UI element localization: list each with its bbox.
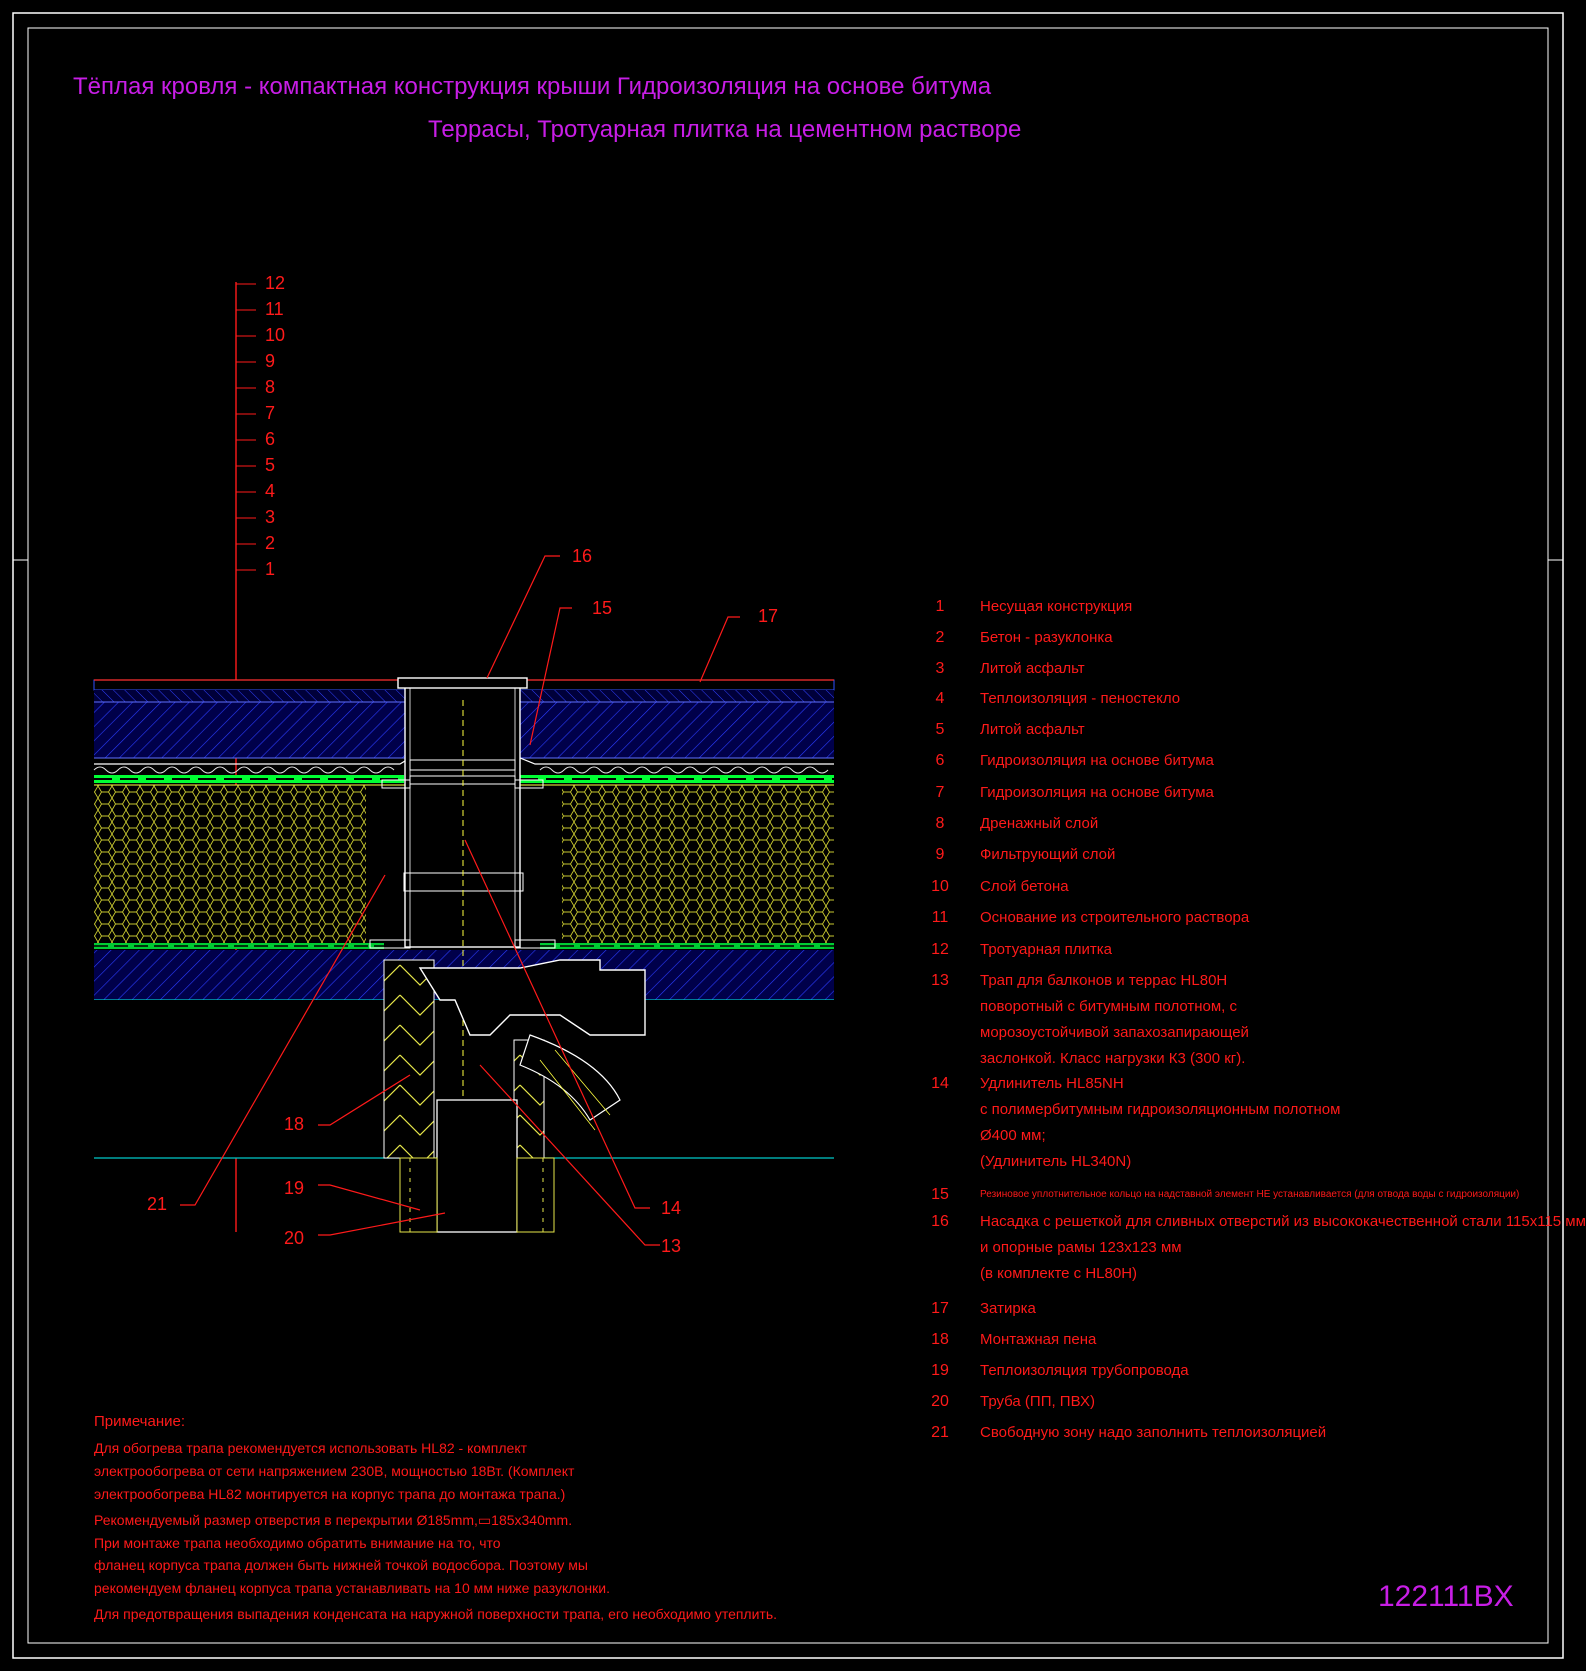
waterproofing-upper — [94, 775, 404, 783]
callout-18: 18 — [284, 1114, 305, 1134]
legend-number: 14 — [931, 1075, 949, 1092]
legend-description: Свободную зону надо заполнить теплоизоля… — [980, 1424, 1327, 1441]
layer-scale-label: 9 — [265, 351, 276, 371]
legend-description: с полимербитумным гидроизоляционным поло… — [980, 1101, 1341, 1118]
legend-description: Насадка с решеткой для сливных отверстий… — [980, 1213, 1586, 1230]
legend-description: Гидроизоляция на основе битума — [980, 784, 1214, 801]
insulation-foamglass-left — [94, 785, 366, 943]
legend-description: Литой асфальт — [980, 660, 1085, 677]
layer-scale-label: 8 — [265, 377, 276, 397]
legend-description: Тротуарная плитка — [980, 941, 1113, 958]
legend-description: Бетон - разуклонка — [980, 629, 1113, 646]
legend-description: Слой бетона — [980, 878, 1069, 895]
layer-scale-ticks — [236, 283, 256, 571]
legend-number: 16 — [931, 1213, 949, 1230]
legend-number: 6 — [935, 752, 945, 769]
legend-number: 8 — [935, 815, 945, 832]
legend-description: морозоустойчивой запахозапирающей — [980, 1024, 1249, 1041]
note-line: Для обогрева трапа рекомендуется использ… — [94, 1440, 528, 1456]
layer-scale-label: 4 — [265, 481, 276, 501]
drain-body — [418, 959, 646, 1036]
callout-14: 14 — [661, 1198, 682, 1218]
callout-21: 21 — [147, 1194, 168, 1214]
layer-scale-label: 11 — [265, 299, 284, 319]
pipe-insulation-left — [399, 1157, 438, 1233]
note-line: электрообогрева от сети напряжением 230В… — [94, 1463, 575, 1479]
legend-description: Затирка — [980, 1300, 1036, 1317]
legend-description: Резиновое уплотнительное кольцо на надст… — [980, 1189, 1520, 1200]
legend-number: 7 — [935, 784, 945, 801]
drawing-title: Тёплая кровля - компактная конструкция к… — [73, 73, 992, 100]
callout-17: 17 — [758, 606, 779, 626]
mounting-foam — [383, 959, 435, 1159]
layer-scale-label: 3 — [265, 507, 276, 527]
legend-description: Литой асфальт — [980, 721, 1085, 738]
notes-title: Примечание: — [94, 1413, 185, 1430]
legend-number: 11 — [931, 909, 949, 926]
outer-frame — [12, 12, 1564, 1659]
callout-16: 16 — [572, 546, 593, 566]
legend-number: 13 — [931, 972, 949, 989]
legend-description: Удлинитель HL85NH — [980, 1075, 1124, 1092]
callout-20: 20 — [284, 1228, 305, 1248]
legend-number: 15 — [931, 1186, 949, 1203]
legend-description: Дренажный слой — [980, 815, 1099, 832]
legend-number: 19 — [931, 1362, 949, 1379]
legend-description: Основание из строительного раствора — [980, 909, 1250, 926]
layer-scale-label: 5 — [265, 455, 276, 475]
legend-description: заслонкой. Класс нагрузки К3 (300 кг). — [980, 1050, 1246, 1067]
legend-number: 10 — [931, 878, 949, 895]
note-line: При монтаже трапа необходимо обратить вн… — [94, 1535, 501, 1551]
note-line: рекомендуем фланец корпуса трапа устанав… — [94, 1580, 610, 1596]
note-line: электрообогрева HL82 монтируется на корп… — [94, 1486, 566, 1502]
legend-description: Несущая конструкция — [980, 598, 1133, 615]
legend-description: поворотный с битумным полотном, с — [980, 998, 1238, 1015]
callout-13: 13 — [661, 1236, 682, 1256]
legend-number: 9 — [935, 846, 945, 863]
legend-description: Трап для балконов и террас HL80H — [980, 972, 1228, 989]
legend-description: Теплоизоляция - пеностекло — [980, 690, 1181, 707]
legend-number: 3 — [935, 660, 945, 677]
insulation-foamglass-right — [562, 785, 834, 943]
legend-description: (в комплекте с HL80H) — [980, 1265, 1138, 1282]
layer-scale-label: 2 — [265, 533, 276, 553]
legend-number: 18 — [931, 1331, 949, 1348]
legend-number: 20 — [931, 1393, 949, 1410]
pipe-insulation-right — [516, 1157, 555, 1233]
layer-scale-label: 1 — [265, 559, 276, 579]
inner-frame — [27, 27, 1549, 1644]
note-line: Рекомендуемый размер отверстия в перекры… — [94, 1512, 573, 1528]
layer-scale-label: 6 — [265, 429, 276, 449]
legend-number: 21 — [931, 1424, 949, 1441]
legend-number: 12 — [931, 941, 949, 958]
note-line: Для предотвращения выпадения конденсата … — [94, 1606, 778, 1622]
legend-description: Монтажная пена — [980, 1331, 1097, 1348]
legend-description: Ø400 мм; — [980, 1127, 1046, 1144]
legend-number: 5 — [935, 721, 945, 738]
callout-19: 19 — [284, 1178, 305, 1198]
layer-scale-label: 7 — [265, 403, 276, 423]
callout-15: 15 — [592, 598, 613, 618]
legend-description: Фильтрующий слой — [980, 846, 1116, 863]
note-line: фланец корпуса трапа должен быть нижней … — [94, 1557, 588, 1573]
drawing-code: 122111BX — [1378, 1580, 1514, 1613]
legend-number: 1 — [935, 598, 945, 615]
legend-description: Гидроизоляция на основе битума — [980, 752, 1214, 769]
legend-number: 4 — [935, 690, 945, 707]
legend-description: Труба (ПП, ПВХ) — [980, 1393, 1095, 1410]
layer-scale-label: 10 — [265, 325, 286, 345]
legend-description: и опорные рамы 123х123 мм — [980, 1239, 1182, 1256]
legend-description: Теплоизоляция трубопровода — [980, 1362, 1189, 1379]
drain-pipe — [436, 1099, 518, 1233]
leader-lines — [180, 555, 740, 1246]
legend-number: 2 — [935, 629, 945, 646]
drain-grate — [397, 677, 528, 689]
legend-description: (Удлинитель HL340N) — [980, 1153, 1132, 1170]
layer-scale-label: 12 — [265, 273, 286, 293]
legend-number: 17 — [931, 1300, 949, 1317]
drawing-subtitle: Террасы, Тротуарная плитка на цементном … — [428, 116, 1022, 143]
